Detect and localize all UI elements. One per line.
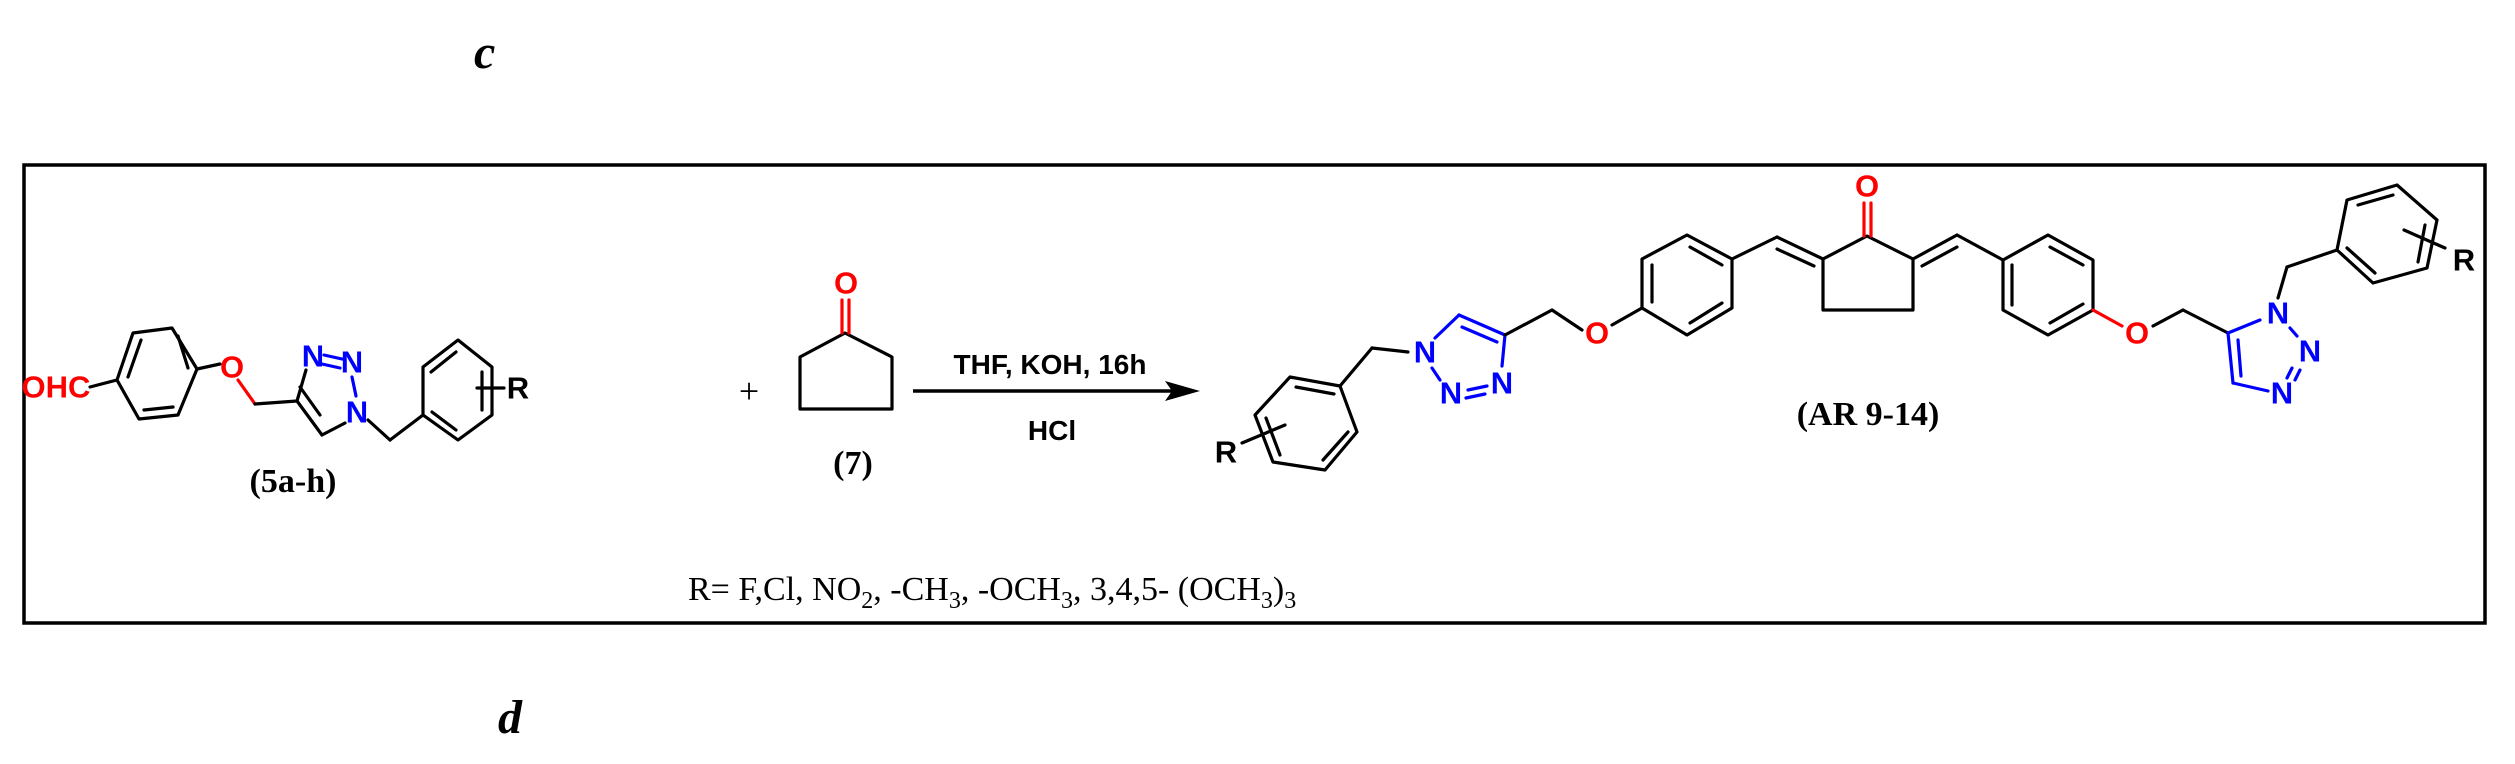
- scheme-frame: [22, 163, 2487, 625]
- r-def-part: , 3,4,5- (OCH: [1073, 571, 1261, 608]
- r-def-subscript: 3: [1261, 588, 1273, 614]
- left-triazole-n3-label: N: [1491, 366, 1513, 401]
- ether-oxygen-label: O: [220, 350, 244, 385]
- triazole-n2-label: N: [341, 345, 363, 380]
- r-def-part: ): [1273, 571, 1284, 608]
- r-def-subscript: 3: [1061, 588, 1073, 614]
- carbonyl-oxygen-label: O: [834, 266, 858, 301]
- r-group-label: R: [507, 371, 529, 406]
- r-def-part: R= F,Cl, NO: [688, 571, 861, 608]
- aldehyde-label: OHC: [22, 370, 91, 405]
- compound-label-ar-9-14: (AR 9-14): [1797, 396, 1940, 433]
- right-triazole-n1-label: N: [2267, 296, 2289, 331]
- r-group-definition: R= F,Cl, NO2, -CH3, -OCH3, 3,4,5- (OCH3)…: [688, 571, 1296, 614]
- r-def-part: , -CH: [873, 571, 949, 608]
- r-def-part: , -OCH: [961, 571, 1061, 608]
- r-def-subscript: 3: [949, 588, 961, 614]
- reaction-arrow: [913, 381, 1200, 401]
- product-ar-9-14-structure: R N N N O O O N N N R: [1215, 169, 2475, 472]
- compound-label-5a-h: (5a-h): [250, 463, 337, 500]
- panel-label-c: c: [474, 26, 495, 79]
- panel-label-d: d: [498, 691, 523, 744]
- reactant-5a-h-structure: OHC O N N N R: [22, 326, 529, 442]
- left-r-group-label: R: [1215, 435, 1237, 470]
- left-triazole-n2-label: N: [1440, 376, 1462, 411]
- reaction-conditions-below: HCl: [1028, 415, 1076, 446]
- product-carbonyl-oxygen-label: O: [1855, 169, 1879, 204]
- left-triazole-n1-label: N: [1414, 335, 1436, 370]
- right-triazole-n2-label: N: [2299, 334, 2321, 369]
- compound-label-7: (7): [833, 445, 873, 482]
- right-ether-oxygen-label: O: [2125, 316, 2149, 351]
- triazole-n3-label: N: [302, 339, 324, 374]
- reactant-7-cyclopentanone-structure: O: [798, 266, 894, 411]
- r-def-subscript: 3: [1284, 588, 1296, 614]
- triazole-n1-label: N: [346, 395, 368, 430]
- plus-sign: +: [739, 371, 759, 411]
- reaction-conditions-above: THF, KOH, 16h: [954, 349, 1147, 380]
- right-triazole-n3-label: N: [2271, 376, 2293, 411]
- r-def-subscript: 2: [861, 588, 873, 614]
- right-r-group-label: R: [2453, 243, 2475, 278]
- left-ether-oxygen-label: O: [1585, 316, 1609, 351]
